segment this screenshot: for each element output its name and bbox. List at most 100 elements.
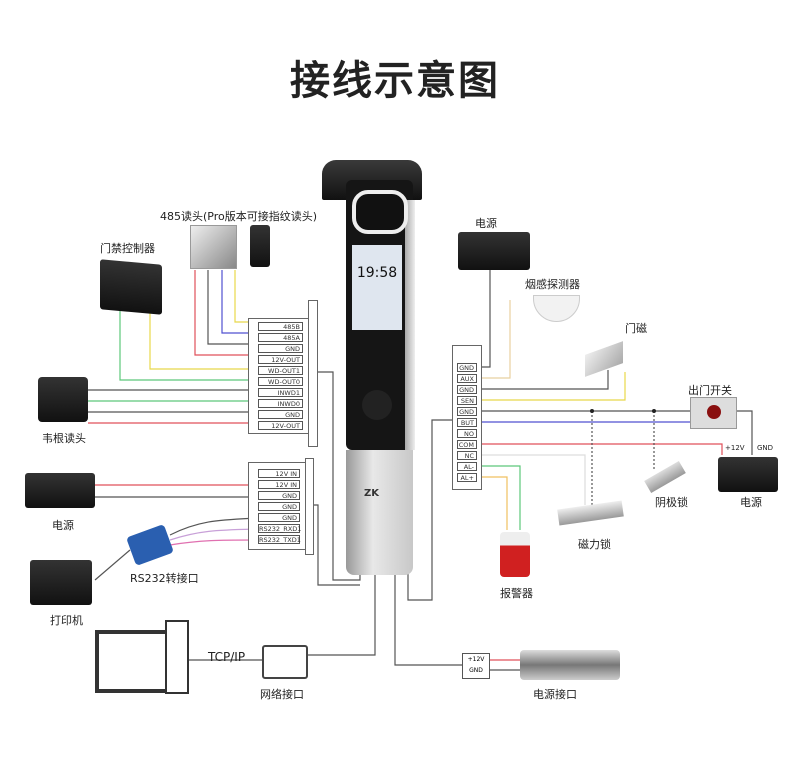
fingerprint-reader-device xyxy=(250,225,270,267)
wire-r-com xyxy=(478,443,723,455)
page-title: 接线示意图 xyxy=(290,58,500,104)
terminal-gnd: GND xyxy=(258,491,300,500)
device-screen: 19:58 xyxy=(352,245,402,330)
label-wiegand: 韦根读头 xyxy=(42,432,86,445)
label-strike-lock: 阴极锁 xyxy=(655,496,688,509)
power-terminal: +12V GND xyxy=(462,653,490,679)
connector-bar xyxy=(308,300,318,447)
terminal-485b: 485B xyxy=(258,322,303,331)
computer-tower xyxy=(165,620,189,694)
terminal-inwd0: INWD0 xyxy=(258,399,303,408)
wire-exit-gnd xyxy=(735,410,753,455)
connector-bar xyxy=(305,458,314,555)
label-door-sensor: 门磁 xyxy=(625,322,647,335)
ethernet-port-icon[interactable] xyxy=(262,645,308,679)
terminal-inwd1: INWD1 xyxy=(258,388,303,397)
wire-r-al-plus xyxy=(478,476,508,530)
label-gnd: GND xyxy=(757,444,774,452)
wire-rs232-2 xyxy=(169,528,259,541)
controller-device xyxy=(100,259,162,315)
label-printer: 打印机 xyxy=(50,614,83,627)
printer-device xyxy=(30,560,92,605)
label-power-top: 电源 xyxy=(475,217,497,230)
label-tcpip: TCP/IP xyxy=(208,650,246,664)
wire-rs232-3 xyxy=(169,539,259,546)
label-controller: 门禁控制器 xyxy=(100,242,155,255)
terminal-gnd: GND xyxy=(258,344,303,353)
label-plus12v: +12V xyxy=(725,444,745,452)
label-exit-button: 出门开关 xyxy=(688,384,732,397)
wire-r-aux xyxy=(478,300,511,379)
terminal-12v-in: 12V IN xyxy=(258,480,300,489)
wire-controller2 xyxy=(149,310,258,370)
label-power-left: 电源 xyxy=(52,519,74,532)
label-smoke-detector: 烟感探测器 xyxy=(525,278,580,291)
wire-r-gnd xyxy=(478,270,491,368)
label-alarm: 报警器 xyxy=(500,587,533,600)
wire-r-gnd2 xyxy=(478,370,609,390)
terminal-sen: SEN xyxy=(457,396,477,405)
terminal-485a: 485A xyxy=(258,333,303,342)
terminal-gnd: GND xyxy=(258,513,300,522)
terminal-no: NO xyxy=(457,429,477,438)
wire-gnd xyxy=(207,270,258,345)
terminal-wd-out1: WD-OUT1 xyxy=(258,366,303,375)
junction-dot xyxy=(590,409,594,413)
terminal-aux: AUX xyxy=(457,374,477,383)
card-reader-icon xyxy=(362,390,392,420)
exit-button-icon xyxy=(706,405,721,419)
wire-block1-device xyxy=(316,371,361,581)
wire-r-sen xyxy=(478,372,626,401)
wire-r-nc xyxy=(480,454,586,505)
label-network: 网络接口 xyxy=(260,688,304,701)
wire-power-port xyxy=(394,570,462,666)
power-terminal-12v: +12V xyxy=(467,656,485,663)
device-lower-body: ZK xyxy=(346,450,413,575)
wire-network xyxy=(305,570,376,656)
wire-printer xyxy=(94,549,131,581)
terminal-rs232-txd1: RS232_TXD1 xyxy=(258,535,301,544)
terminal-gnd: GND xyxy=(457,385,477,394)
wire-12v xyxy=(194,270,258,356)
terminal-but: BUT xyxy=(457,418,477,427)
terminal-nc: NC xyxy=(457,451,477,460)
terminal-gnd: GND xyxy=(457,363,477,372)
terminal-al-: AL+ xyxy=(457,473,477,482)
power-terminal-gnd: GND xyxy=(469,667,483,674)
terminal-12v-out: 12V-OUT xyxy=(258,421,303,430)
label-power-port: 电源接口 xyxy=(533,688,577,701)
device-side-trim xyxy=(405,200,415,450)
reader-485-device xyxy=(190,225,237,269)
label-rs232: RS232转接口 xyxy=(130,572,199,585)
wire-locks-dashed xyxy=(591,411,655,505)
terminal-wd-out0: WD-OUT0 xyxy=(258,377,303,386)
label-maglock: 磁力锁 xyxy=(578,538,611,551)
junction-dot xyxy=(652,409,656,413)
label-485-reader: 485读头(Pro版本可接指纹读头) xyxy=(160,210,318,223)
exit-button[interactable] xyxy=(690,397,737,429)
computer-monitor xyxy=(95,630,173,693)
terminal-12v-in: 12V IN xyxy=(258,469,300,478)
terminal-gnd: GND xyxy=(457,407,477,416)
brand-logo: ZK xyxy=(364,488,379,499)
wiegand-reader-device xyxy=(38,377,88,422)
label-power-right: 电源 xyxy=(740,496,762,509)
terminal-rs232-rxd1: RS232_RXD1 xyxy=(258,524,302,533)
power-top-device xyxy=(458,232,530,270)
camera-icon xyxy=(352,190,408,234)
wire-rs232-1 xyxy=(169,517,259,536)
screen-time: 19:58 xyxy=(356,265,398,281)
wire-485a xyxy=(221,270,258,334)
terminal-12v-out: 12V-OUT xyxy=(258,355,303,364)
wire-block3-device xyxy=(407,419,452,601)
terminal-al-: AL- xyxy=(457,462,477,471)
terminal-com: COM xyxy=(457,440,477,449)
alarm-siren-device xyxy=(500,532,530,577)
power-right-device xyxy=(718,457,778,492)
dc-power-plug xyxy=(520,650,620,680)
wire-controller xyxy=(119,310,258,381)
terminal-gnd: GND xyxy=(258,502,300,511)
terminal-gnd: GND xyxy=(258,410,303,419)
